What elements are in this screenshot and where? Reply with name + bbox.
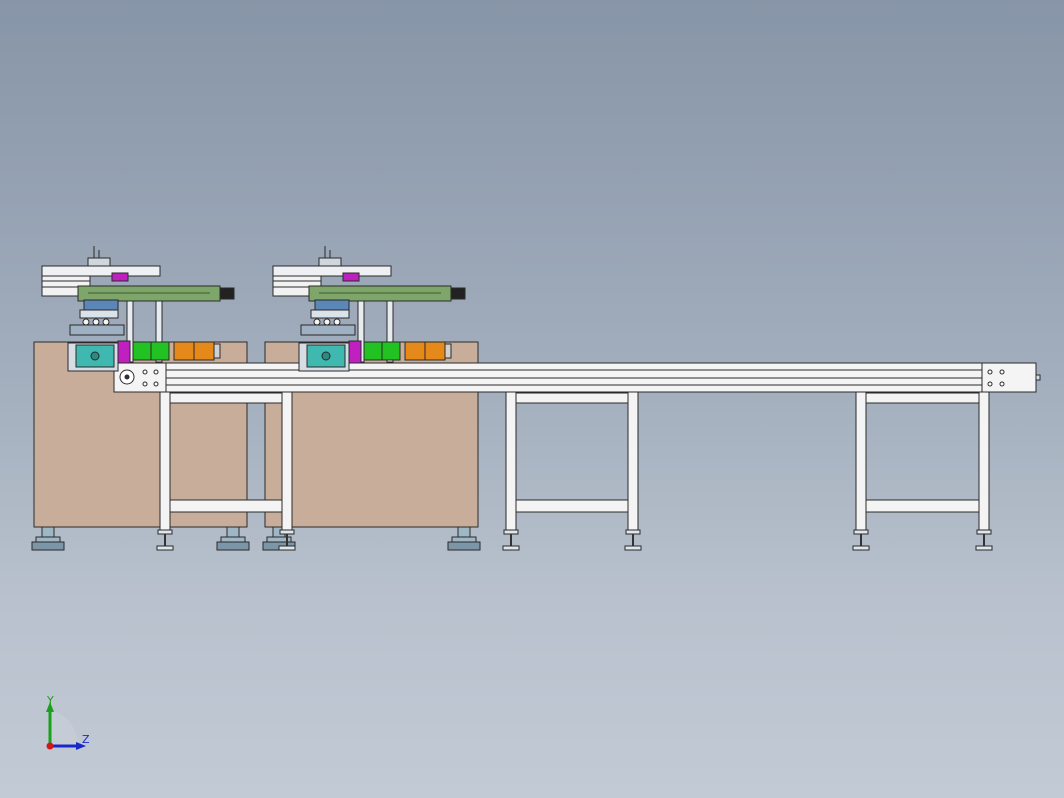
beam-bolt [142, 381, 148, 387]
assembly-side-view [31, 246, 1041, 551]
beam-bolt [987, 381, 993, 387]
magenta-sensor [111, 272, 129, 282]
leg-foot-plate [853, 529, 869, 535]
suction-cup [92, 318, 100, 326]
leg-post [505, 389, 517, 531]
cabinet-foot-pad [220, 536, 246, 543]
frame-leg-5 [852, 389, 870, 551]
cabinet-foot-post [41, 526, 55, 538]
drive-pulley-hub [124, 374, 130, 380]
view-orientation-triad: Y Z [40, 694, 100, 754]
leg-post [978, 389, 990, 531]
leg-post [627, 389, 639, 531]
suction-cup [333, 318, 341, 326]
cabinet-foot-base [447, 541, 481, 551]
beam-bolt [999, 381, 1005, 387]
frame-rails-3 [865, 392, 980, 513]
beam-bolt [153, 369, 159, 375]
cabinet-foot-base [31, 541, 65, 551]
mount-bracket [69, 324, 125, 336]
leg-foot-plate [279, 529, 295, 535]
suction-cup [102, 318, 110, 326]
magenta-plate [117, 340, 131, 364]
gripper-block [83, 299, 119, 311]
leg-foot-pad [156, 545, 174, 551]
cabinet-foot-pad [35, 536, 61, 543]
triad-z-label: Z [82, 733, 90, 746]
conveyor-beam [113, 362, 1041, 393]
suction-cup [313, 318, 321, 326]
beam-bolt [153, 381, 159, 387]
leg-post [281, 389, 293, 531]
leg-foot-pad [502, 545, 520, 551]
upper-rail [515, 392, 629, 404]
lower-rail [865, 499, 980, 513]
leg-foot-plate [976, 529, 992, 535]
gripper-block [314, 299, 350, 311]
leg-post [159, 389, 171, 531]
station-1 [41, 246, 235, 372]
magenta-sensor [342, 272, 360, 282]
triad-icon [46, 702, 86, 750]
leg-post [855, 389, 867, 531]
gripper-top [318, 257, 342, 267]
z-axis-arrowhead [76, 742, 86, 750]
leg-foot-pad [852, 545, 870, 551]
y-axis-arrowhead [46, 702, 54, 712]
teal-block-hole [321, 351, 331, 361]
beam-bolt [142, 369, 148, 375]
upper-rail [169, 392, 283, 404]
frame-rails-1 [169, 392, 283, 513]
beam-end-cap [1035, 374, 1041, 381]
gripper-top [87, 257, 111, 267]
roller-stop [444, 343, 452, 359]
station-2 [272, 246, 466, 372]
gripper-plate [79, 309, 119, 319]
frame-leg-3 [502, 389, 520, 551]
frame-leg-6 [975, 389, 993, 551]
leg-foot-plate [503, 529, 519, 535]
suction-cup [323, 318, 331, 326]
roller-stop [213, 343, 221, 359]
housing-top [272, 265, 392, 277]
triad-y-label: Y [47, 694, 54, 707]
leg-foot-pad [278, 545, 296, 551]
teal-block-hole [90, 351, 100, 361]
mount-bracket [300, 324, 356, 336]
housing-top [41, 265, 161, 277]
suction-cup [82, 318, 90, 326]
cabinet-foot-post [457, 526, 471, 538]
x-axis-dot [46, 742, 54, 750]
cylinder-end-cap [450, 287, 466, 300]
magenta-plate [348, 340, 362, 364]
gripper-plate [310, 309, 350, 319]
leg-foot-plate [625, 529, 641, 535]
frame-rails-2 [515, 392, 629, 513]
cabinet-foot-pad [451, 536, 477, 543]
lower-rail [169, 499, 283, 513]
upper-rail [865, 392, 980, 404]
cabinet-foot-base [216, 541, 250, 551]
beam-bolt [987, 369, 993, 375]
leg-foot-pad [624, 545, 642, 551]
leg-foot-plate [157, 529, 173, 535]
cylinder-end-cap [219, 287, 235, 300]
cabinet-foot-post [226, 526, 240, 538]
lower-rail [515, 499, 629, 513]
leg-foot-pad [975, 545, 993, 551]
beam-bolt [999, 369, 1005, 375]
frame-leg-4 [624, 389, 642, 551]
